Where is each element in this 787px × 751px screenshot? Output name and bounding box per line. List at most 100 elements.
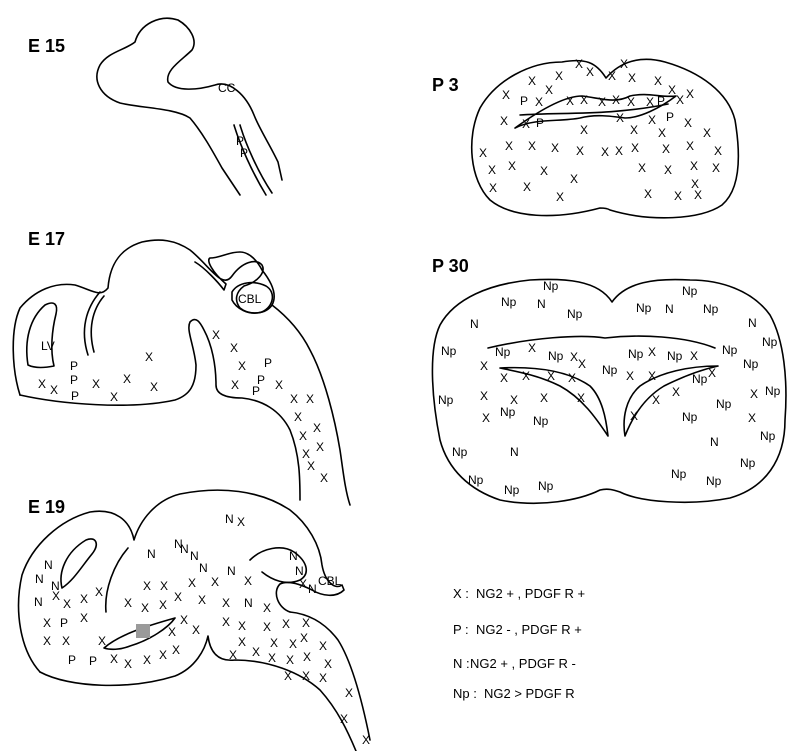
marker-x: X xyxy=(523,180,531,194)
marker-x: X xyxy=(615,144,623,158)
panel-title-p30: P 30 xyxy=(432,256,469,276)
panel-title-p3: P 3 xyxy=(432,75,459,95)
marker-x: X xyxy=(482,411,490,425)
marker-x: X xyxy=(80,592,88,606)
marker-x: X xyxy=(124,596,132,610)
marker-x: X xyxy=(630,123,638,137)
marker-n: N xyxy=(295,564,304,578)
marker-x: X xyxy=(703,126,711,140)
legend: X : NG2 + , PDGF R + P : NG2 - , PDGF R … xyxy=(453,586,585,701)
marker-x: X xyxy=(631,141,639,155)
marker-x: X xyxy=(648,345,656,359)
marker-x: X xyxy=(284,669,292,683)
marker-np: Np xyxy=(682,410,698,424)
marker-x: X xyxy=(528,341,536,355)
marker-x: X xyxy=(508,159,516,173)
marker-np: Np xyxy=(543,279,559,293)
marker-x: X xyxy=(500,114,508,128)
marker-x: X xyxy=(555,69,563,83)
marker-x: X xyxy=(345,686,353,700)
marker-x: X xyxy=(299,577,307,591)
marker-x: X xyxy=(229,648,237,662)
marker-x: X xyxy=(302,616,310,630)
marker-x: X xyxy=(627,95,635,109)
marker-x: X xyxy=(180,613,188,627)
marker-np: Np xyxy=(504,483,520,497)
marker-x: X xyxy=(545,83,553,97)
marker-p: P xyxy=(70,359,78,373)
marker-x: X xyxy=(489,181,497,195)
marker-np: Np xyxy=(765,384,781,398)
marker-x: X xyxy=(616,111,624,125)
marker-np: Np xyxy=(671,467,687,481)
e17-fissure xyxy=(91,296,104,352)
legend-item: N : NG2 + , PDGF R - xyxy=(453,656,576,671)
marker-np: Np xyxy=(500,405,516,419)
marker-x: X xyxy=(568,371,576,385)
marker-np: Np xyxy=(495,345,511,359)
marker-x: X xyxy=(222,596,230,610)
marker-x: X xyxy=(601,145,609,159)
marker-x: X xyxy=(231,378,239,392)
marker-x: X xyxy=(174,590,182,604)
marker-np: Np xyxy=(667,349,683,363)
marker-x: X xyxy=(608,69,616,83)
marker-x: X xyxy=(551,141,559,155)
marker-x: X xyxy=(674,189,682,203)
marker-n: N xyxy=(308,582,317,596)
marker-x: X xyxy=(143,579,151,593)
marker-x: X xyxy=(714,144,722,158)
marker-x: X xyxy=(145,350,153,364)
marker-x: X xyxy=(586,65,594,79)
region-label: CBL xyxy=(238,292,262,306)
marker-x: X xyxy=(303,650,311,664)
marker-x: X xyxy=(150,380,158,394)
marker-x: X xyxy=(80,611,88,625)
legend-symbol: Np : xyxy=(453,686,477,701)
marker-n: N xyxy=(665,302,674,316)
marker-x: X xyxy=(286,653,294,667)
marker-np: Np xyxy=(548,349,564,363)
region-label: LV xyxy=(41,339,55,353)
marker-n: N xyxy=(199,561,208,575)
marker-p: P xyxy=(657,94,665,108)
marker-x: X xyxy=(289,637,297,651)
marker-x: X xyxy=(168,625,176,639)
e17-lv xyxy=(27,303,57,367)
marker-x: X xyxy=(664,163,672,177)
marker-x: X xyxy=(547,369,555,383)
marker-x: X xyxy=(686,139,694,153)
legend-description: NG2 > PDGF R xyxy=(484,686,575,701)
legend-symbol: N : xyxy=(453,656,470,671)
marker-x: X xyxy=(313,421,321,435)
marker-x: X xyxy=(95,585,103,599)
marker-x: X xyxy=(662,142,670,156)
marker-x: X xyxy=(50,383,58,397)
marker-x: X xyxy=(198,593,206,607)
marker-x: X xyxy=(505,139,513,153)
marker-x: X xyxy=(630,409,638,423)
marker-p: P xyxy=(240,146,248,160)
marker-x: X xyxy=(38,377,46,391)
marker-x: X xyxy=(320,471,328,485)
marker-x: X xyxy=(578,357,586,371)
marker-n: N xyxy=(34,595,43,609)
marker-x: X xyxy=(319,671,327,685)
marker-p: P xyxy=(68,653,76,667)
marker-x: X xyxy=(268,651,276,665)
marker-x: X xyxy=(282,617,290,631)
marker-n: N xyxy=(225,512,234,526)
marker-x: X xyxy=(263,601,271,615)
marker-x: X xyxy=(244,574,252,588)
marker-x: X xyxy=(98,634,106,648)
marker-x: X xyxy=(340,712,348,726)
marker-x: X xyxy=(480,389,488,403)
marker-x: X xyxy=(658,126,666,140)
e19-iii-ventricle-marker xyxy=(136,624,150,638)
marker-np: Np xyxy=(740,456,756,470)
marker-x: X xyxy=(748,411,756,425)
marker-n: N xyxy=(227,564,236,578)
marker-x: X xyxy=(299,429,307,443)
marker-x: X xyxy=(612,93,620,107)
